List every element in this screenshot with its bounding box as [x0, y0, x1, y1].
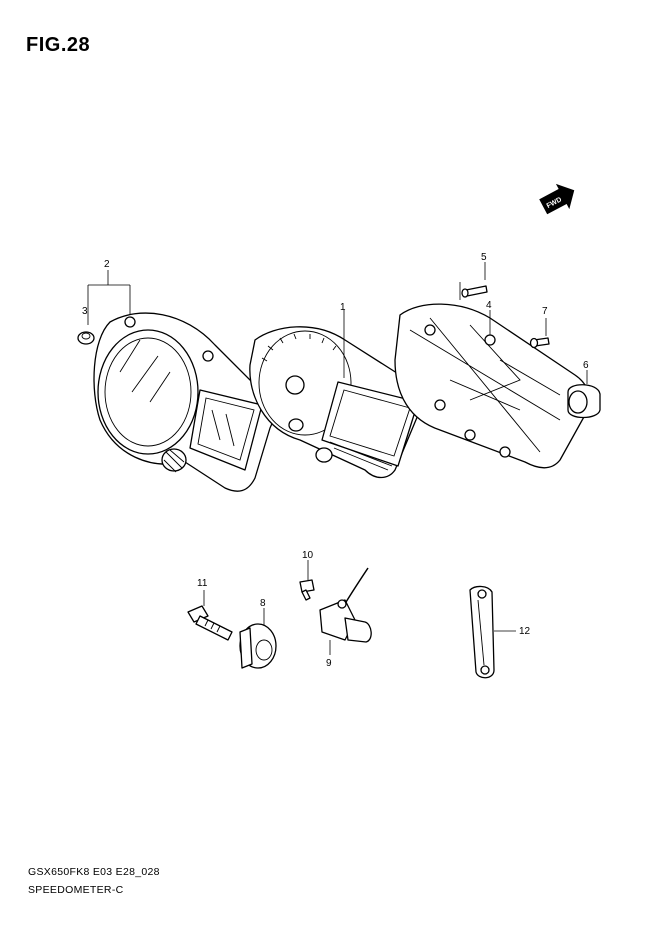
bolt-part-10: [299, 579, 315, 601]
callout-12: 12: [519, 626, 531, 637]
gear-part: [239, 623, 277, 669]
grommet-part: [77, 331, 95, 345]
callout-10: 10: [302, 550, 314, 561]
diagram-name: SPEEDOMETER-C: [28, 884, 124, 896]
callout-9: 9: [326, 658, 332, 669]
diagram-code: GSX650FK8 E03 E28_028: [28, 866, 160, 878]
callout-2: 2: [104, 259, 110, 270]
callout-11: 11: [197, 578, 208, 589]
meter-assembly-part: [249, 326, 422, 479]
screw-part-5: [461, 285, 488, 298]
rear-case-part: [394, 303, 590, 469]
callout-6: 6: [583, 360, 589, 371]
figure-title: FIG.28: [26, 34, 91, 56]
callout-3: 3: [82, 306, 88, 317]
bracket-part: [469, 585, 495, 679]
leader-lines: [87, 262, 588, 655]
cushion-part: [567, 384, 601, 419]
callout-4: 4: [486, 300, 492, 311]
front-case-part: [93, 312, 276, 492]
callout-8: 8: [260, 598, 266, 609]
callout-numbers: 2 3 1 5 4 7 6 10 11 8 9 12: [82, 252, 589, 669]
fwd-arrow-icon: FWD: [539, 183, 575, 215]
speed-sensor-part: [319, 567, 372, 643]
callout-7: 7: [542, 306, 548, 317]
bolt-part-11: [187, 605, 233, 641]
screw-part-7: [529, 337, 550, 349]
callout-1: 1: [340, 302, 346, 313]
callout-5: 5: [481, 252, 487, 263]
